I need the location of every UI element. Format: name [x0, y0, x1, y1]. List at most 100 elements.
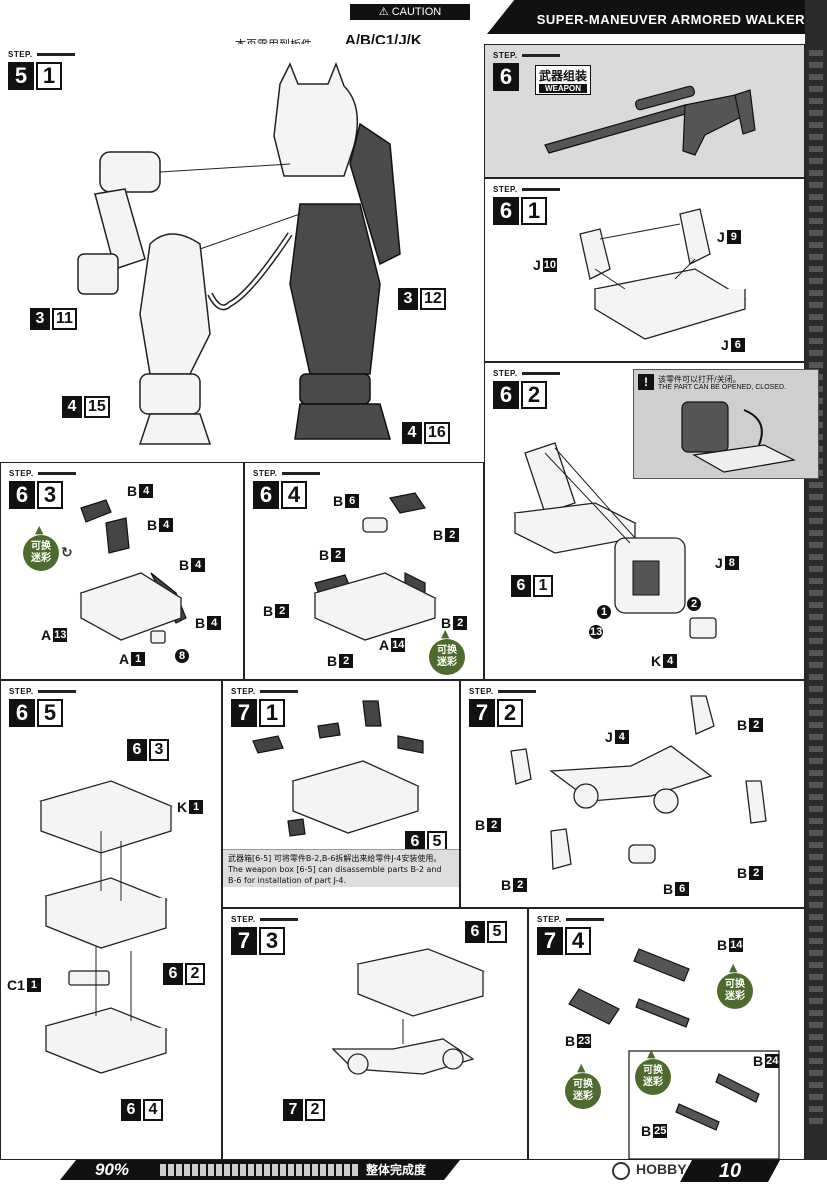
step-tag: STEP.	[231, 915, 298, 924]
disassemble-note: 武器箱[6-5] 可将零件B-2,B-6拆解出来给零件J-4安装使用。 The …	[223, 849, 459, 887]
step-tag: STEP.	[493, 51, 560, 60]
step-minor: 1	[36, 62, 62, 90]
step-number: 6 2	[493, 381, 547, 409]
page-title: SUPER-MANEUVER ARMORED WALKER	[536, 12, 805, 27]
step-minor: 5	[37, 699, 63, 727]
step-number: 6 3	[9, 481, 63, 509]
step-major: 6	[9, 481, 35, 509]
step-tag: STEP.	[9, 469, 76, 478]
step-number: 7 1	[231, 699, 285, 727]
side-stripe	[809, 50, 823, 1130]
box-disassemble-illustration	[252, 700, 424, 837]
camo-swap-badge: 可换 迷彩	[429, 628, 465, 675]
marker-13: 13	[589, 625, 604, 639]
weapon-badge-cn: 武器组装	[539, 69, 588, 83]
mount-box-illustration	[331, 948, 486, 1075]
box-upper-illustration	[313, 492, 437, 641]
note-en-2: B-6 for installation of part J-4.	[228, 876, 347, 885]
page-number: 10	[680, 1160, 780, 1182]
step-number: 6 5	[9, 699, 63, 727]
step-6-3-panel: STEP. 6 3 可换 迷彩 ↻ B4 B4 B4 B4 A13 A1 8	[0, 462, 244, 680]
box-lower-illustration	[79, 499, 187, 644]
marker-1: 1	[597, 605, 611, 619]
step-tag: STEP.	[9, 687, 76, 696]
camo-swap-badge: 可换 迷彩	[635, 1048, 671, 1095]
marker-2: 2	[687, 597, 701, 611]
step-minor: 2	[497, 699, 523, 727]
swap-arrow-icon: ↻	[61, 545, 73, 561]
step-number: 7 3	[231, 927, 285, 955]
step-number: 7 2	[469, 699, 523, 727]
step-number: 7 4	[537, 927, 591, 955]
step-6-4-panel: STEP. 6 4 B6 B2 B2 B2 B2 B2 A14 可换 迷彩	[244, 462, 484, 680]
robot-illustration	[77, 61, 401, 445]
note-en: THE PART CAN BE OPENED, CLOSED.	[658, 384, 786, 391]
step-tag: STEP.	[469, 687, 536, 696]
caution-badge: ⚠ CAUTION	[350, 4, 470, 20]
warning-icon: !	[638, 374, 654, 390]
step-minor: 3	[259, 927, 285, 955]
progress-bar	[160, 1164, 360, 1176]
rifle-illustration	[544, 85, 756, 156]
side-strip	[805, 0, 827, 1160]
step-major: 7	[231, 927, 257, 955]
header: SUPER-MANEUVER ARMORED WALKER	[0, 0, 827, 34]
open-close-note: ! 该零件可以打开/关闭。 THE PART CAN BE OPENED, CL…	[633, 369, 819, 479]
leg-frame-illustration	[510, 695, 767, 870]
step-minor: 4	[281, 481, 307, 509]
weapon-badge-en: WEAPON	[539, 84, 588, 93]
footer: 90% 整体完成度 HOBBY SEARCH 10	[0, 1160, 827, 1200]
case-assembly-illustration	[513, 442, 717, 639]
camo-swap-badge: 可换 迷彩	[23, 524, 59, 571]
progress-label: 整体完成度	[366, 1163, 427, 1177]
step-major: 7	[469, 699, 495, 727]
note-en-1: The weapon box [6-5] can disassemble par…	[228, 865, 442, 874]
camo-swap-badge: 可换 迷彩	[717, 962, 753, 1009]
brand-logo-icon	[612, 1162, 630, 1180]
step-tag: STEP.	[493, 185, 560, 194]
step-minor: 3	[37, 481, 63, 509]
step-major: 6	[493, 197, 519, 225]
weapon-badge: 武器组装 WEAPON	[535, 65, 592, 95]
step-number: 6 1	[493, 197, 547, 225]
step-number: 5 1	[8, 62, 62, 90]
marker-8: 8	[175, 649, 189, 663]
step-tag: STEP.	[231, 687, 298, 696]
open-case-illustration	[681, 401, 796, 473]
note-cn: 武器箱[6-5] 可将零件B-2,B-6拆解出来给零件J-4安装使用。	[228, 854, 442, 863]
step-minor: 2	[521, 381, 547, 409]
case-base-illustration	[579, 208, 747, 340]
